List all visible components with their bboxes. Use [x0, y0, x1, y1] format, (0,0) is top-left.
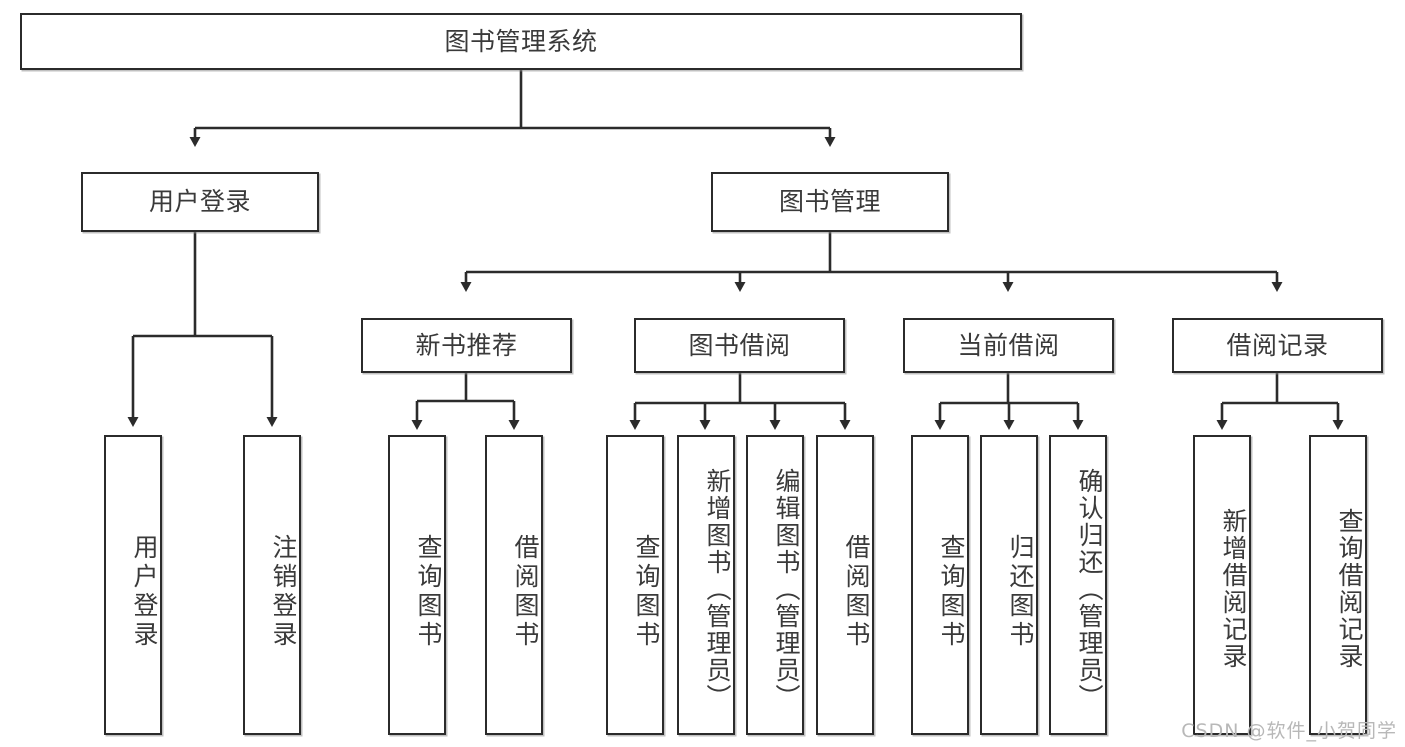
node-root-label: 图书管理系统 — [444, 26, 598, 56]
node-borrow-record[interactable]: 借阅记录 — [1172, 318, 1383, 373]
leaf-label: 借阅图书 — [511, 534, 540, 650]
node-root[interactable]: 图书管理系统 — [20, 13, 1022, 70]
leaf-user-login-1[interactable]: 用户登录 — [104, 435, 162, 735]
node-new-book-recommend-label: 新书推荐 — [415, 330, 518, 360]
leaf-label: 用户登录 — [130, 534, 159, 650]
node-borrow-record-label: 借阅记录 — [1226, 330, 1329, 360]
leaf-book-borrow-3[interactable]: 编辑图书（管理员） — [746, 435, 804, 735]
leaf-book-borrow-1[interactable]: 查询图书 — [606, 435, 664, 735]
node-user-login-label: 用户登录 — [148, 187, 251, 216]
node-book-management[interactable]: 图书管理 — [711, 172, 949, 232]
node-book-borrow-label: 图书借阅 — [688, 330, 791, 360]
leaf-label: 查询借阅记录 — [1335, 508, 1364, 670]
leaf-label: 确认归还（管理员） — [1075, 467, 1104, 711]
node-new-book-recommend[interactable]: 新书推荐 — [361, 318, 572, 373]
node-book-borrow[interactable]: 图书借阅 — [634, 318, 845, 373]
leaf-book-borrow-2[interactable]: 新增图书（管理员） — [677, 435, 735, 735]
leaf-user-login-2[interactable]: 注销登录 — [243, 435, 301, 735]
leaf-label: 查询图书 — [937, 534, 966, 650]
leaf-label: 新增图书（管理员） — [703, 467, 732, 711]
leaf-label: 借阅图书 — [842, 534, 871, 650]
leaf-current-borrow-1[interactable]: 查询图书 — [911, 435, 969, 735]
leaf-label: 查询图书 — [414, 534, 443, 650]
node-current-borrow[interactable]: 当前借阅 — [903, 318, 1114, 373]
node-current-borrow-label: 当前借阅 — [957, 330, 1060, 360]
watermark: CSDN @软件_小贺同学 — [1181, 720, 1397, 742]
leaf-current-borrow-3[interactable]: 确认归还（管理员） — [1049, 435, 1107, 735]
leaf-label: 编辑图书（管理员） — [772, 467, 801, 711]
leaf-label: 新增借阅记录 — [1219, 508, 1248, 670]
leaf-new-book-2[interactable]: 借阅图书 — [485, 435, 543, 735]
leaf-borrow-record-2[interactable]: 查询借阅记录 — [1309, 435, 1367, 735]
leaf-label: 归还图书 — [1006, 534, 1035, 650]
leaf-new-book-1[interactable]: 查询图书 — [388, 435, 446, 735]
leaf-current-borrow-2[interactable]: 归还图书 — [980, 435, 1038, 735]
leaf-borrow-record-1[interactable]: 新增借阅记录 — [1193, 435, 1251, 735]
node-user-login[interactable]: 用户登录 — [81, 172, 319, 232]
node-book-management-label: 图书管理 — [778, 187, 881, 216]
leaf-label: 查询图书 — [632, 534, 661, 650]
leaf-book-borrow-4[interactable]: 借阅图书 — [816, 435, 874, 735]
leaf-label: 注销登录 — [269, 534, 298, 650]
